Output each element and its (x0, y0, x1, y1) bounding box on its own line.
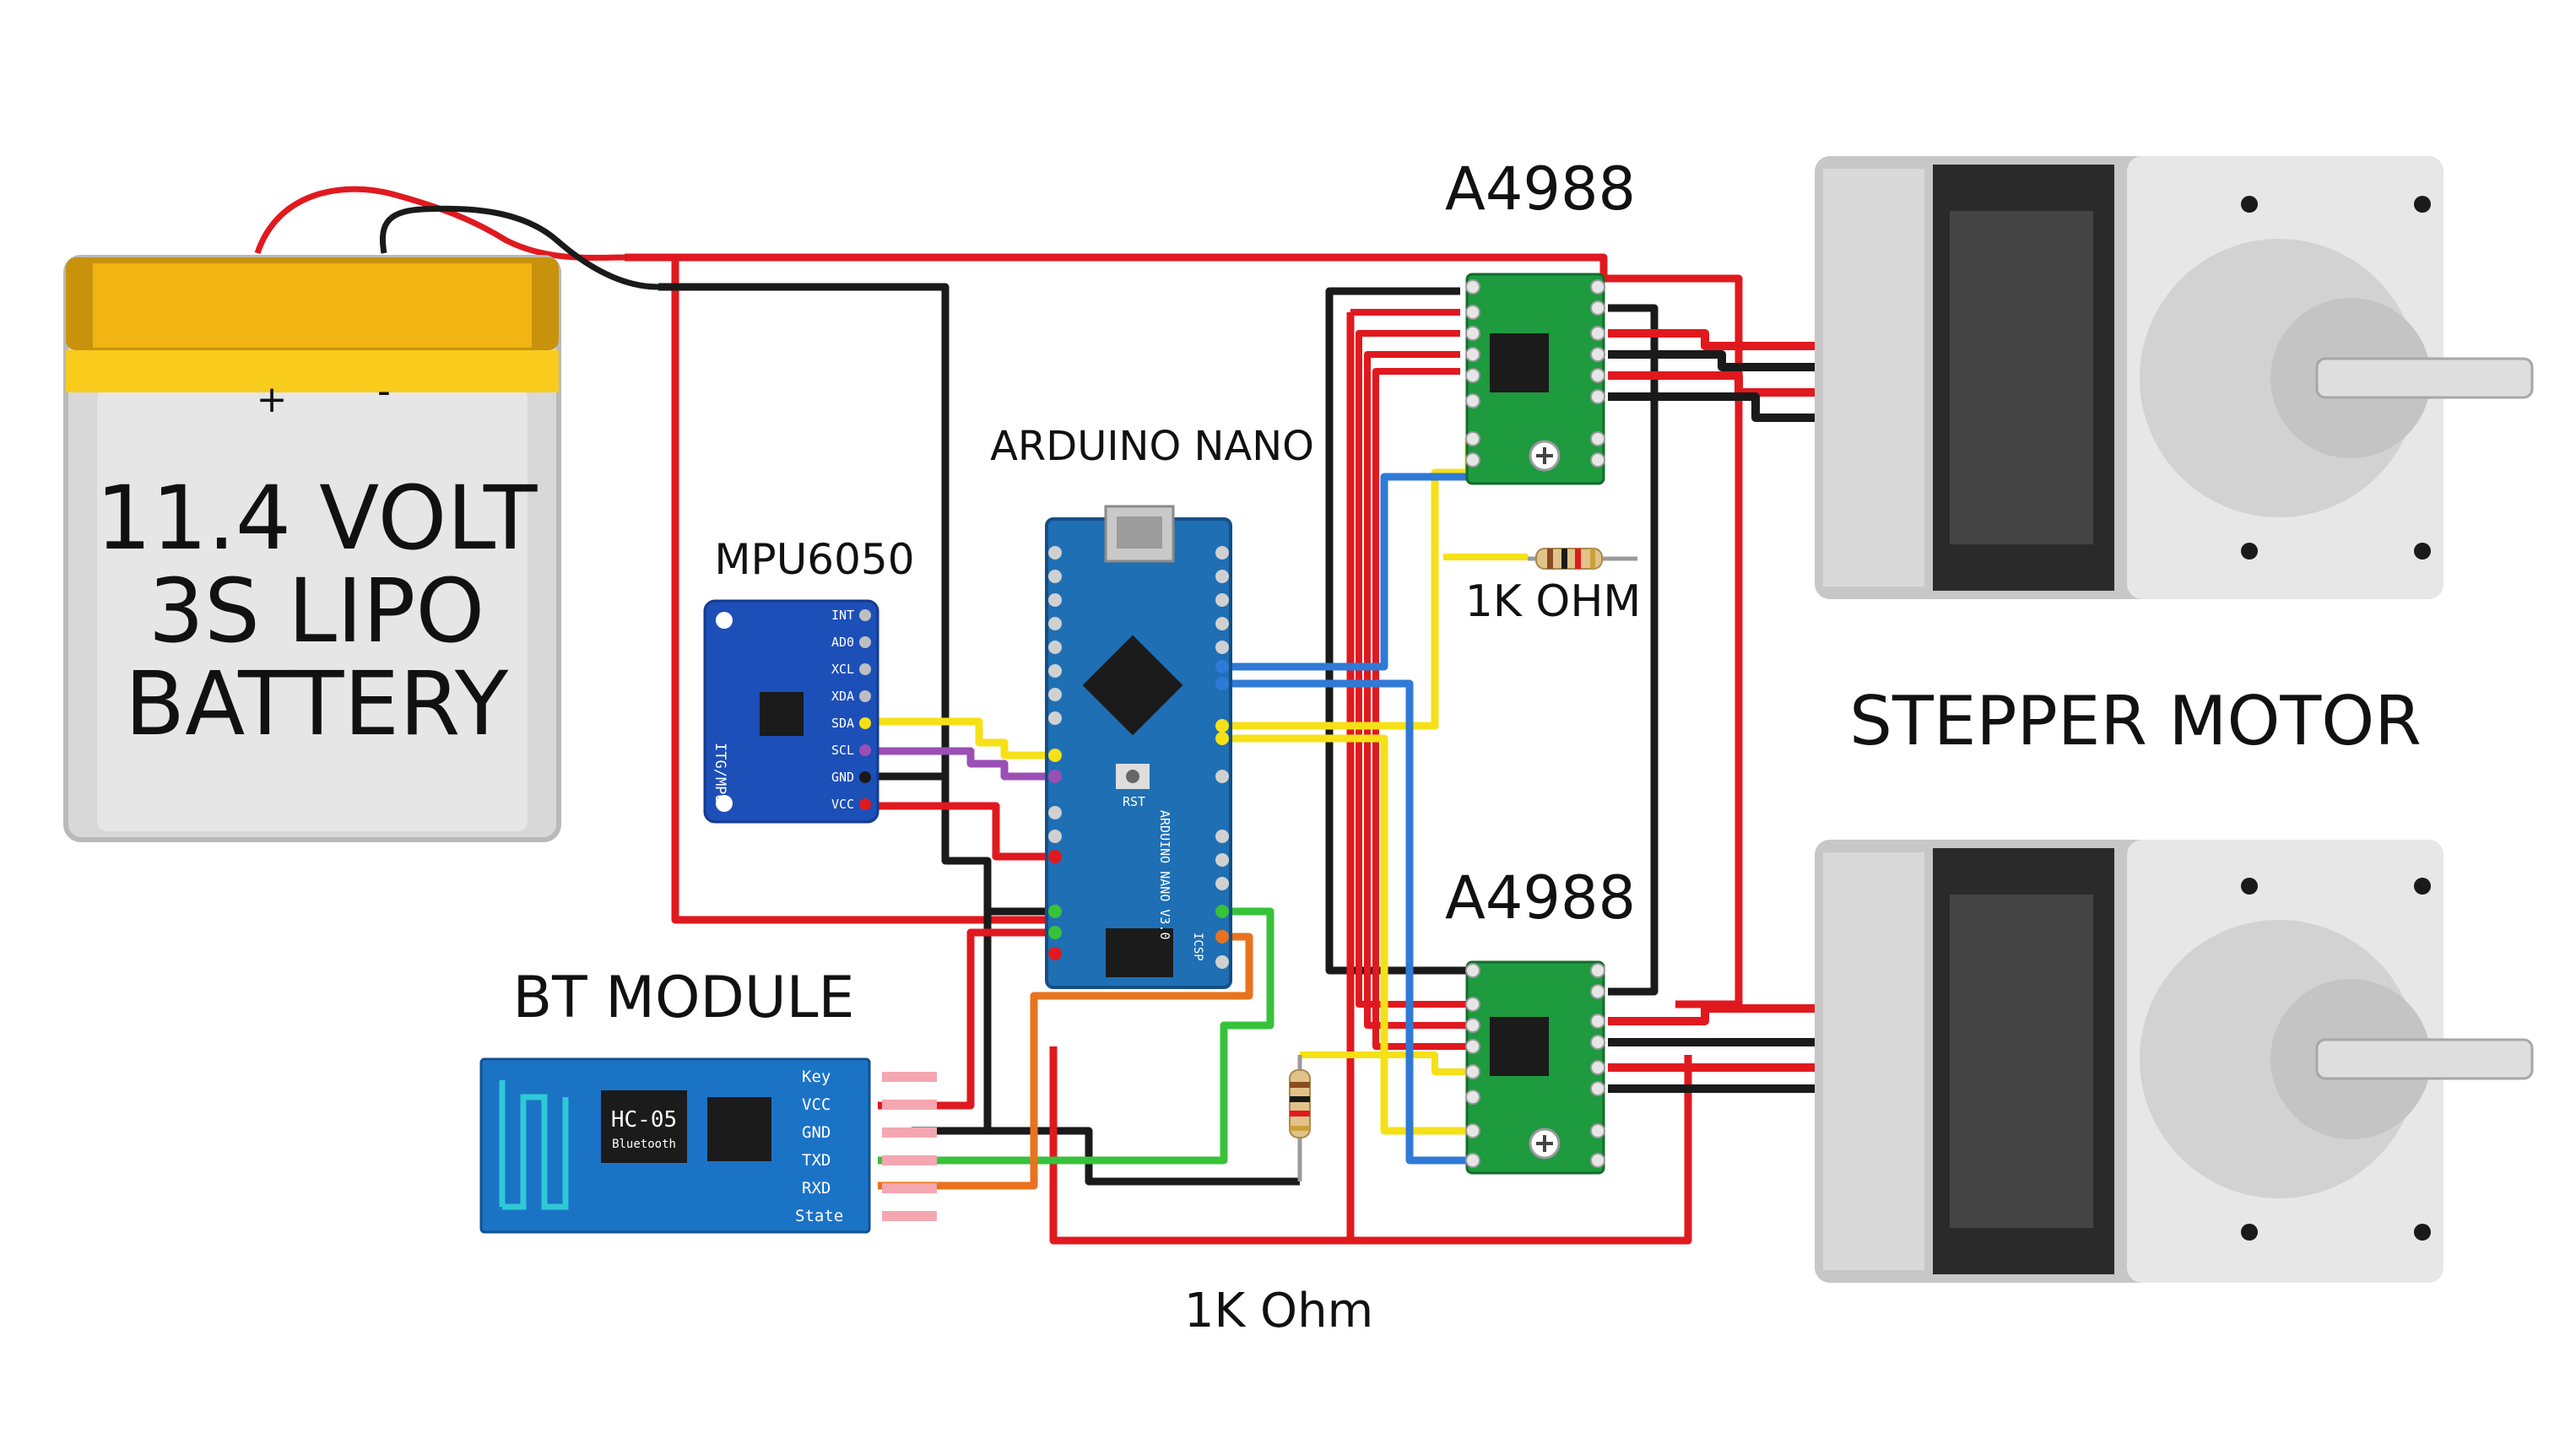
wire-dir-top-blue (1215, 473, 1469, 671)
wire-bottom-red-loop (1049, 1046, 1692, 1245)
wire-power-bus-red (625, 253, 1608, 278)
resistor-bottom-label: 1K Ohm (1184, 1284, 1373, 1338)
stepper-motor-top (1815, 156, 2534, 599)
arduino-nano: ARDUINO NANO RST ARDUINO NANO V3.0 ICSP (990, 423, 1314, 989)
battery-minus-sign: - (377, 370, 391, 413)
arduino-nano-right-pins (1215, 546, 1229, 969)
wire-res-bot-yellow (1300, 1052, 1469, 1075)
resistor-bottom: 1K Ohm (1184, 1055, 1373, 1338)
bt-module: BT MODULE HC-05 Bluetooth Key VCC GND TX… (479, 965, 937, 1234)
arduino-nano-board-text: ARDUINO NANO V3.0 (1157, 810, 1172, 940)
battery: + - 11.4 VOLT 3S LIPO BATTERY (63, 186, 659, 842)
mpu6050-module: MPU6050 ITG/MPU INT AD0 XCL XDA SDA SCL … (703, 535, 915, 824)
mpu6050-pin-gnd: GND (831, 770, 854, 785)
wire-gnd-drivers-black (1325, 287, 1469, 975)
resistor-top: 1K OHM (1465, 548, 1642, 627)
mpu6050-pin-xda: XDA (831, 689, 854, 704)
a4988-driver-top: A4988 (1445, 154, 1636, 485)
mpu6050-pin-vcc: VCC (831, 797, 854, 812)
wire-step-bot-yellow (1215, 734, 1469, 1135)
stepper-motor-bottom (1815, 840, 2534, 1283)
bt-pin-vcc: VCC (802, 1095, 831, 1114)
wire-dir-bot-blue (1215, 679, 1469, 1165)
a4988-top-title: A4988 (1445, 154, 1636, 224)
wire-motor-top-2 (1608, 350, 1832, 371)
bt-chip-subtext: Bluetooth (612, 1138, 676, 1151)
wire-gnd-right-black (1608, 304, 1659, 996)
a4988-driver-bottom: A4988 (1445, 863, 1636, 1175)
mpu6050-pin-int: INT (831, 608, 854, 623)
bt-pin-rxd: RXD (802, 1179, 831, 1198)
wire-mpu-scl-purple (878, 747, 1053, 781)
bt-chip-text: HC-05 (611, 1107, 677, 1133)
stepper-motor-label: STEPPER MOTOR (1849, 682, 2422, 760)
wire-mpu-sda-yellow (878, 717, 1053, 760)
mpu6050-pin-scl: SCL (831, 743, 854, 758)
wire-motor-top-1 (1608, 329, 1832, 350)
mpu6050-pin-xcl: XCL (831, 662, 854, 677)
mpu6050-pin-sda: SDA (831, 716, 854, 731)
wire-motor-top-3 (1608, 371, 1832, 397)
battery-label-line2: 3S LIPO (149, 560, 484, 662)
battery-label-line1: 11.4 VOLT (96, 467, 538, 570)
wire-ground-bus-black (658, 283, 1300, 1186)
wire-bt-rxd-orange (878, 933, 1253, 1190)
bt-pin-labels: Key VCC GND TXD RXD State (795, 1068, 843, 1225)
wire-driver-top-red-4 (1372, 368, 1469, 1050)
wire-motor-bot-1 (1608, 1004, 1832, 1025)
bt-pin-state: State (795, 1207, 843, 1225)
bt-module-title: BT MODULE (513, 965, 855, 1031)
arduino-nano-left-pins (1048, 546, 1062, 960)
wires (625, 253, 1832, 1245)
resistor-top-label: 1K OHM (1465, 576, 1642, 627)
wire-battery-red-down (671, 257, 1053, 924)
arduino-nano-icsp-label: ICSP (1191, 933, 1204, 961)
wire-driver-top-red-3 (1364, 351, 1469, 1029)
battery-label-line3: BATTERY (125, 652, 509, 755)
arduino-nano-title: ARDUINO NANO (990, 423, 1314, 470)
arduino-nano-rst-label: RST (1123, 794, 1145, 809)
wire-mpu-vcc-red (878, 802, 1053, 861)
wire-bt-txd-green (878, 907, 1274, 1165)
wire-motor-top-4 (1608, 392, 1832, 422)
mpu6050-pin-labels: INT AD0 XCL XDA SDA SCL GND VCC (831, 608, 854, 812)
mpu6050-pin-ad0: AD0 (831, 635, 854, 650)
a4988-bottom-title: A4988 (1445, 863, 1636, 933)
mpu6050-chip-text: ITG/MPU (712, 743, 728, 803)
bt-pin-key: Key (802, 1068, 831, 1086)
mpu6050-title: MPU6050 (714, 535, 914, 584)
bt-antenna-trace (499, 1080, 569, 1210)
bt-pin-gnd: GND (802, 1123, 831, 1142)
battery-plus-sign: + (257, 378, 288, 421)
bt-pin-txd: TXD (802, 1151, 831, 1170)
